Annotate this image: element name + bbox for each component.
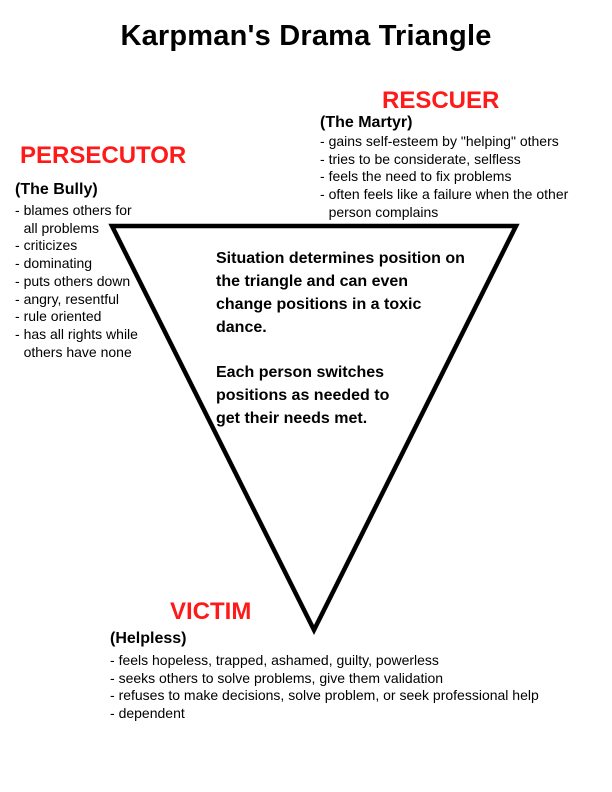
rescuer-traits: gains self-esteem by "helping" others tr… xyxy=(320,133,600,222)
list-item: often feels like a failure when the othe… xyxy=(320,186,600,221)
triangle-shape xyxy=(108,223,520,636)
list-item: feels hopeless, trapped, ashamed, guilty… xyxy=(110,652,605,670)
persecutor-traits: blames others for all problems criticize… xyxy=(15,202,165,361)
list-item: refuses to make decisions, solve problem… xyxy=(110,687,605,705)
center-paragraph-2: Each person switches positions as needed… xyxy=(216,364,390,427)
victim-traits: feels hopeless, trapped, ashamed, guilty… xyxy=(110,652,605,723)
list-item: feels the need to fix problems xyxy=(320,168,600,186)
list-item: puts others down xyxy=(15,273,165,291)
center-paragraph-1: Situation determines position on the tri… xyxy=(216,250,465,336)
list-item: tries to be considerate, selfless xyxy=(320,151,600,169)
victim-subtitle: (Helpless) xyxy=(110,630,187,647)
list-item: criticizes xyxy=(15,237,165,255)
victim-label: VICTIM xyxy=(170,598,252,625)
list-item: blames others for all problems xyxy=(15,202,165,237)
page-title: Karpman's Drama Triangle xyxy=(120,20,492,52)
center-description: Situation determines position on the tri… xyxy=(216,247,486,430)
rescuer-subtitle: (The Martyr) xyxy=(320,114,413,131)
list-item: angry, resentful xyxy=(15,291,165,309)
list-item: rule oriented xyxy=(15,308,165,326)
list-item: dominating xyxy=(15,255,165,273)
list-item: seeks others to solve problems, give the… xyxy=(110,670,605,688)
list-item: gains self-esteem by "helping" others xyxy=(320,133,600,151)
rescuer-label: RESCUER xyxy=(382,87,500,114)
persecutor-label: PERSECUTOR xyxy=(20,142,187,169)
list-item: dependent xyxy=(110,705,605,723)
list-item: has all rights while others have none xyxy=(15,326,165,361)
persecutor-subtitle: (The Bully) xyxy=(15,181,98,198)
